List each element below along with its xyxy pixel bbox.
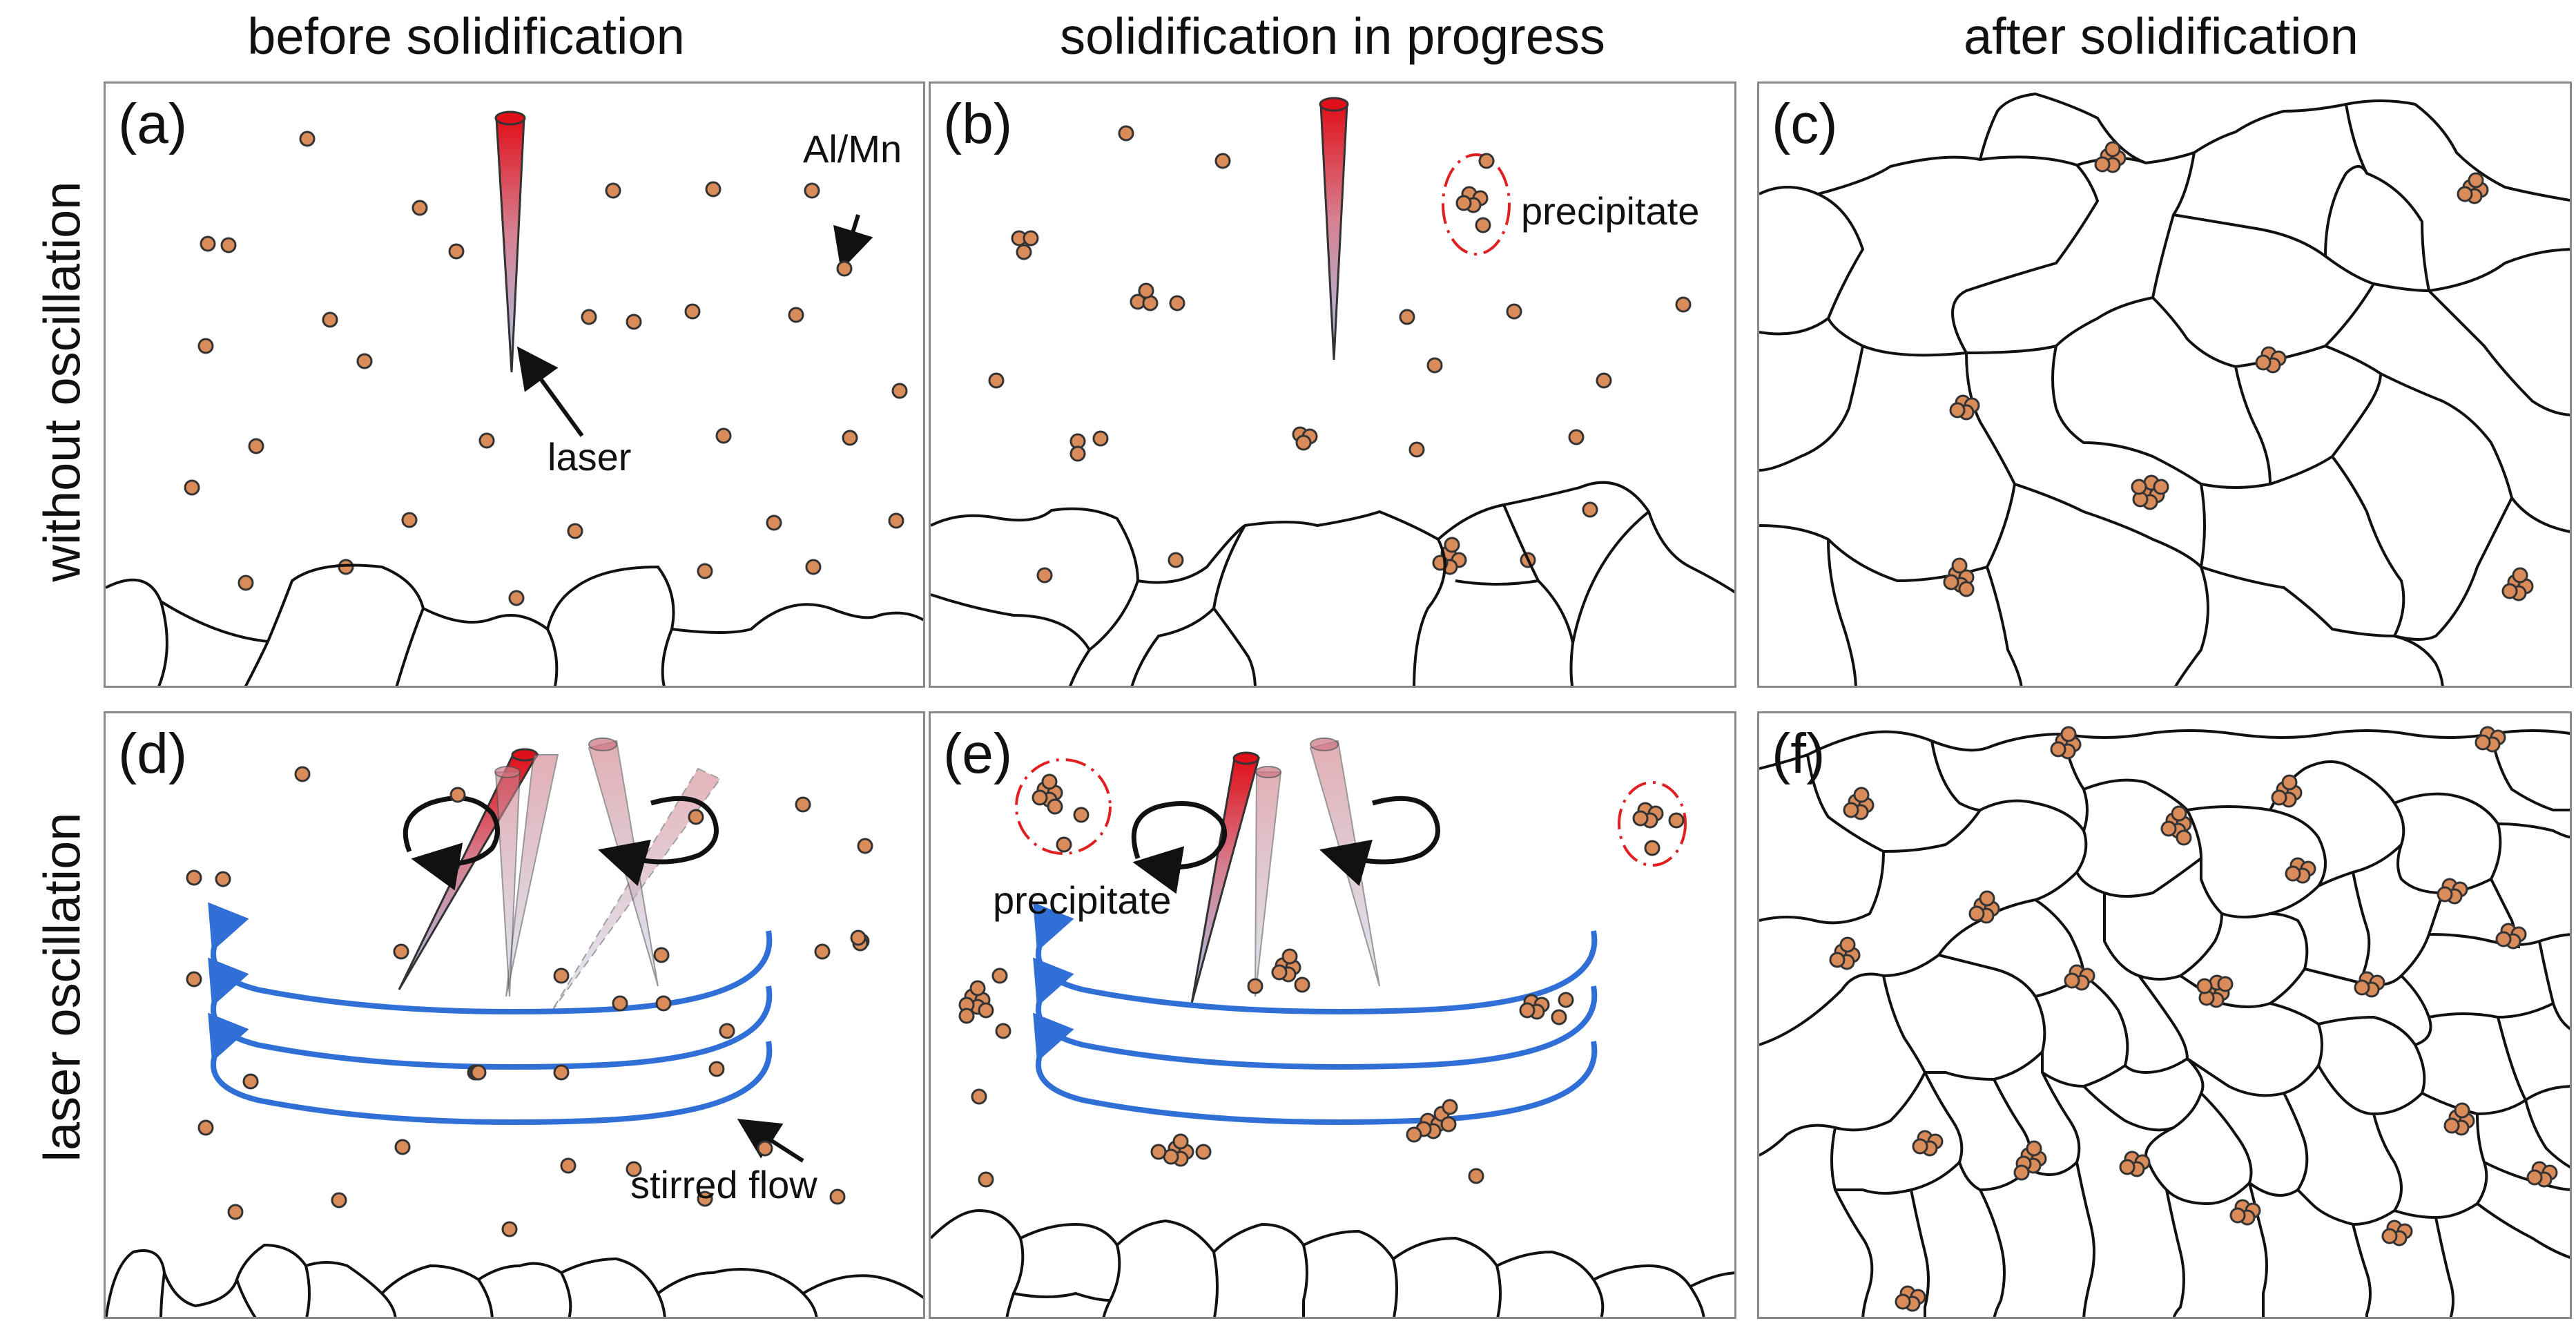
oscillating-laser-beams: [398, 738, 722, 1013]
almn-particles: [988, 125, 1692, 584]
almn-particles: [184, 131, 908, 606]
panel-b: (b) precipitate: [929, 81, 1736, 688]
panel-label-a: (a): [118, 93, 188, 155]
grain-boundaries: [1759, 729, 2570, 1317]
panel-f: (f): [1757, 711, 2572, 1319]
panel-label-c: (c): [1772, 93, 1838, 155]
panel-e: (e) precipitate: [929, 711, 1736, 1319]
precipitate-ring: [1618, 781, 1687, 867]
almn-pointer-arrow: [833, 214, 873, 271]
column-title-in-progress: solidification in progress: [1060, 8, 1605, 65]
column-title-after: after solidification: [1964, 8, 2359, 65]
annotation-precipitate-e: precipitate: [993, 878, 1172, 922]
column-title-before: before solidification: [247, 8, 685, 65]
grain-boundaries: [106, 1243, 923, 1317]
precipitate-clusters: [1943, 141, 2534, 601]
annotation-stirred-flow: stirred flow: [630, 1163, 817, 1206]
laser-beam: [494, 110, 526, 373]
stirred-flow-arrows: [208, 902, 773, 1125]
stirred-flow-arrows: [1033, 902, 1598, 1125]
panel-label-e: (e): [943, 722, 1013, 785]
stirred-flow-pointer-arrow: [737, 1119, 804, 1163]
laser-beam: [1319, 97, 1349, 360]
laser-pointer-arrow: [516, 346, 584, 437]
rotation-arrow-left: [403, 796, 500, 891]
panel-label-d: (d): [118, 722, 188, 785]
panel-d-drawing: [106, 738, 923, 1317]
panel-a-drawing: [106, 110, 923, 686]
grain-boundaries: [106, 563, 923, 686]
panel-e-drawing: [931, 738, 1734, 1317]
panel-f-drawing: [1759, 726, 2570, 1317]
panel-c-drawing: [1759, 92, 2570, 686]
panel-d: (d) stirred flow: [104, 711, 925, 1319]
panel-a: (a) Al/Mn laser: [104, 81, 925, 688]
precipitate-clusters: [1829, 726, 2558, 1312]
annotation-almn: Al/Mn: [803, 127, 902, 171]
panel-label-b: (b): [943, 93, 1013, 155]
row-title-without-oscillation: without oscillation: [33, 181, 91, 582]
rotation-arrow-right: [598, 796, 719, 887]
grain-boundaries: [931, 481, 1734, 686]
almn-particles: [186, 766, 873, 1237]
grain-boundaries: [931, 1208, 1734, 1317]
precipitate-clusters: [958, 773, 1685, 1188]
precipitate-ring: [1442, 153, 1511, 256]
oscillating-laser-beams: [1190, 738, 1380, 1004]
annotation-laser: laser: [548, 435, 632, 479]
annotation-precipitate-b: precipitate: [1521, 189, 1700, 233]
panel-label-f: (f): [1772, 722, 1826, 785]
rotation-arrow-left: [1131, 801, 1228, 894]
panel-b-drawing: [931, 97, 1734, 686]
row-title-laser-oscillation: laser oscillation: [33, 812, 91, 1162]
grain-boundaries: [1759, 92, 2570, 686]
panel-c: (c): [1757, 81, 2572, 688]
rotation-arrow-right: [1319, 796, 1440, 887]
precipitate-ring: [1015, 758, 1112, 855]
